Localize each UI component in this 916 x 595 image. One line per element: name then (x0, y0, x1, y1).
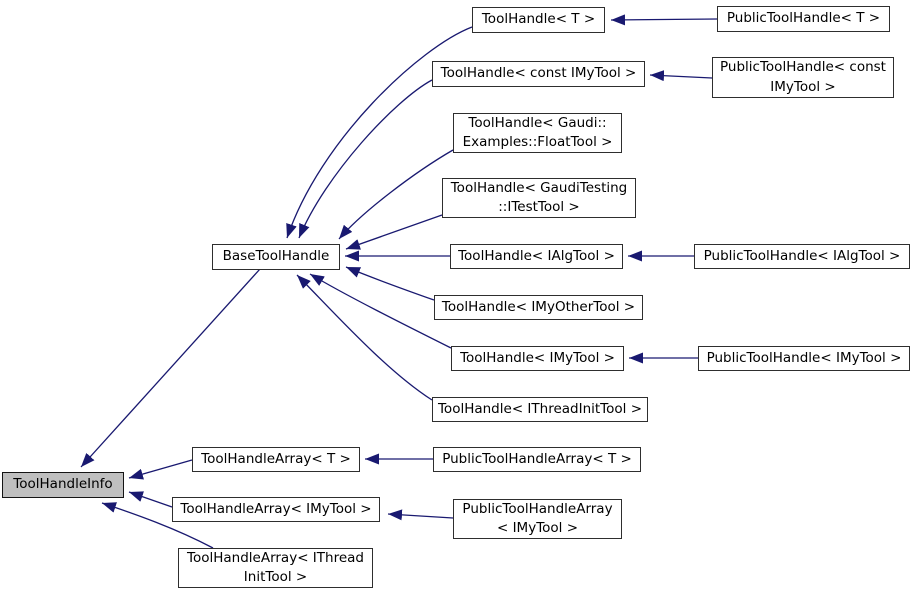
node-toolhandle-gaudi-floattool[interactable]: ToolHandle< Gaudi:: Examples::FloatTool … (453, 113, 622, 153)
edge-toolhandlearray-t-to-toolhandleinfo (128, 459, 193, 480)
edge-toolhandle-floattool-to-basetoolhandle (338, 149, 454, 240)
edge-toolhandle-ithreadinittool-to-basetoolhandle (296, 274, 433, 401)
node-publictoolhandle-const-imytool[interactable]: PublicToolHandle< const IMyTool > (712, 57, 894, 98)
edge-toolhandle-t-to-basetoolhandle (286, 26, 473, 239)
node-publictoolhandlearray-t[interactable]: PublicToolHandleArray< T > (433, 447, 641, 472)
edge-toolhandle-imyothertool-to-basetoolhandle (345, 266, 435, 301)
edge-toolhandlearray-imytool-to-toolhandleinfo (128, 491, 173, 508)
node-basetoolhandle[interactable]: BaseToolHandle (212, 244, 340, 270)
edge-publictoolhandlearray-imytool-to-toolhandlearray-imytool (387, 509, 454, 521)
node-publictoolhandle-imytool[interactable]: PublicToolHandle< IMyTool > (698, 346, 910, 371)
node-toolhandle-t[interactable]: ToolHandle< T > (472, 7, 605, 33)
node-toolhandle-ithreadinittool[interactable]: ToolHandle< IThreadInitTool > (432, 397, 648, 422)
node-publictoolhandle-ialgtool[interactable]: PublicToolHandle< IAlgTool > (694, 244, 910, 269)
edge-toolhandle-imytool-to-basetoolhandle (309, 273, 452, 349)
node-toolhandle-ialgtool[interactable]: ToolHandle< IAlgTool > (450, 244, 623, 269)
node-publictoolhandle-t[interactable]: PublicToolHandle< T > (717, 6, 890, 32)
node-toolhandle-imytool[interactable]: ToolHandle< IMyTool > (451, 346, 624, 371)
node-toolhandle-imyothertool[interactable]: ToolHandle< IMyOtherTool > (434, 295, 643, 320)
edge-toolhandle-const-imytool-to-basetoolhandle (298, 79, 433, 239)
node-toolhandlearray-imytool[interactable]: ToolHandleArray< IMyTool > (172, 497, 380, 522)
node-toolhandlearray-ithreadinittool[interactable]: ToolHandleArray< IThread InitTool > (178, 548, 373, 588)
edge-toolhandlearray-ithreadinittool-to-toolhandleinfo (101, 502, 214, 549)
edge-basetoolhandle-to-toolhandleinfo (80, 268, 261, 468)
node-toolhandle-gauditesting-itesttool[interactable]: ToolHandle< GaudiTesting ::ITestTool > (442, 178, 636, 218)
node-toolhandle-const-imytool[interactable]: ToolHandle< const IMyTool > (432, 61, 645, 87)
node-toolhandleinfo[interactable]: ToolHandleInfo (2, 472, 124, 498)
node-publictoolhandlearray-imytool[interactable]: PublicToolHandleArray < IMyTool > (453, 499, 622, 539)
node-toolhandlearray-t[interactable]: ToolHandleArray< T > (192, 447, 360, 472)
edge-toolhandle-itesttool-to-basetoolhandle (345, 214, 443, 250)
edge-publictoolhandle-const-imytool-to-toolhandle-const-imytool (649, 70, 713, 82)
edge-publictoolhandle-t-to-toolhandle-t (610, 14, 718, 26)
